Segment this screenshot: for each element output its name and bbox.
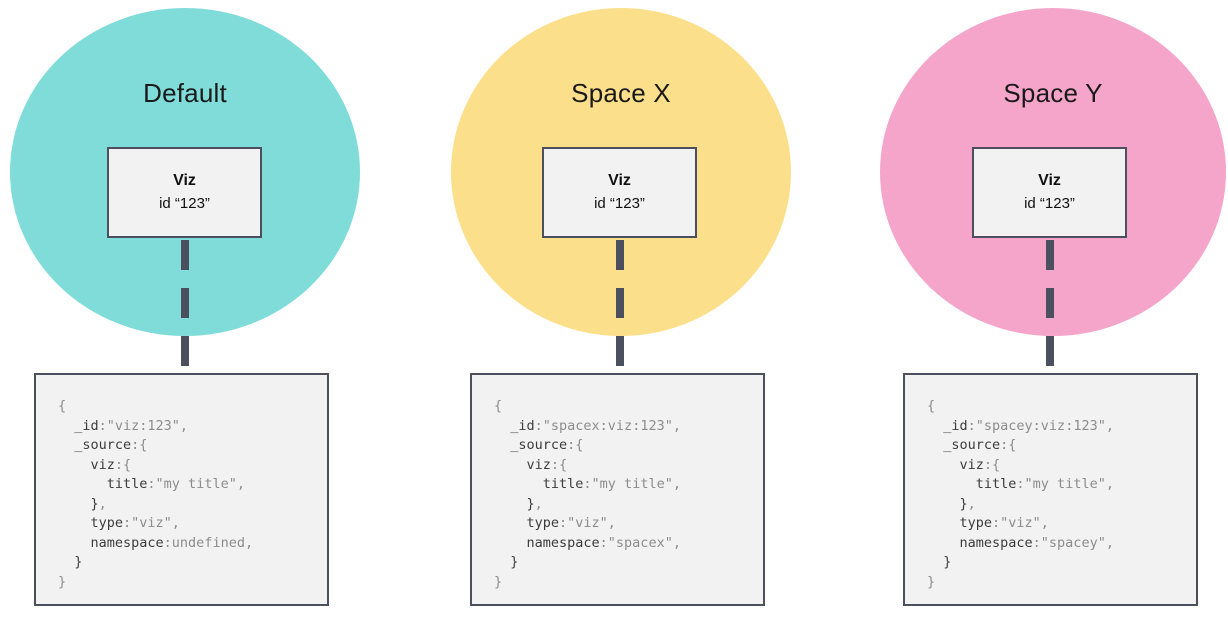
viz-node-subtitle: id “123” [594, 195, 645, 213]
viz-node-subtitle: id “123” [159, 195, 210, 213]
dashed-connector-spacex [616, 240, 624, 372]
panel-spacey: Space Y Viz id “123” { _id:"spacey:viz:1… [872, 0, 1228, 622]
document-box-spacex: { _id:"spacex:viz:123", _source:{ viz:{ … [470, 373, 765, 606]
document-box-default: { _id:"viz:123", _source:{ viz:{ title:"… [34, 373, 329, 606]
document-json-spacey: { _id:"spacey:viz:123", _source:{ viz:{ … [927, 398, 1114, 590]
viz-node-title: Viz [608, 172, 631, 190]
document-box-spacey: { _id:"spacey:viz:123", _source:{ viz:{ … [903, 373, 1198, 606]
space-circle-label: Space X [571, 78, 671, 108]
viz-node-default: Viz id “123” [107, 147, 262, 238]
space-circle-label: Default [143, 78, 227, 108]
viz-node-title: Viz [173, 172, 196, 190]
viz-node-spacey: Viz id “123” [972, 147, 1127, 238]
dashed-connector-default [181, 240, 189, 372]
space-circle-label: Space Y [1003, 78, 1103, 108]
viz-node-subtitle: id “123” [1024, 195, 1075, 213]
viz-node-title: Viz [1038, 172, 1061, 190]
document-json-spacex: { _id:"spacex:viz:123", _source:{ viz:{ … [494, 398, 681, 590]
document-json-default: { _id:"viz:123", _source:{ viz:{ title:"… [58, 398, 254, 590]
dashed-connector-spacey [1046, 240, 1054, 372]
panel-spacex: Space X Viz id “123” { _id:"spacex:viz:1… [440, 0, 800, 622]
viz-node-spacex: Viz id “123” [542, 147, 697, 238]
panel-default: Default Viz id “123” { _id:"viz:123", _s… [0, 0, 372, 622]
